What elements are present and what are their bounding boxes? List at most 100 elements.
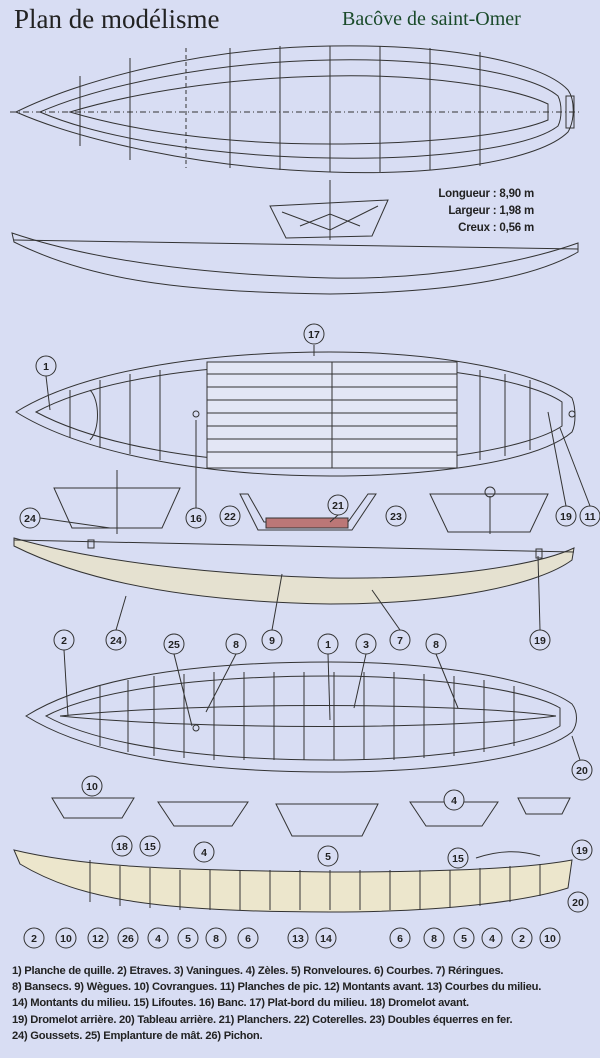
callout-24b: 24 (105, 595, 127, 651)
callout-20a: 20 (571, 735, 593, 781)
callout-b10b: 10 (539, 927, 561, 949)
svg-text:6: 6 (397, 933, 403, 945)
svg-text:12: 12 (92, 933, 104, 945)
cross-section-view (269, 180, 389, 240)
callout-b5b: 5 (453, 927, 475, 949)
callout-b2b: 2 (511, 927, 533, 949)
callout-b6b: 6 (389, 927, 411, 949)
callout-21: 21 (327, 494, 349, 523)
svg-text:10: 10 (60, 933, 72, 945)
svg-text:2: 2 (31, 933, 37, 945)
svg-text:15: 15 (144, 841, 156, 853)
callout-1b: 1 (317, 633, 339, 721)
callout-8a: 8 (205, 633, 247, 713)
svg-text:5: 5 (185, 933, 191, 945)
hull-side-framing-profile (13, 849, 573, 913)
hull-side-profile (11, 232, 579, 295)
svg-text:20: 20 (576, 765, 588, 777)
callout-3: 3 (353, 633, 377, 709)
callout-b4b: 4 (481, 927, 503, 949)
boat-drawings: 17 1 24 16 22 21 23 19 11 2 24 9 7 19 25… (10, 45, 600, 949)
callout-b4a: 4 (147, 927, 169, 949)
svg-text:8: 8 (433, 639, 439, 651)
svg-text:4: 4 (489, 933, 495, 945)
callout-18: 18 (111, 835, 133, 857)
svg-text:8: 8 (233, 639, 239, 651)
svg-text:25: 25 (168, 639, 180, 651)
section-views-row-1 (53, 470, 549, 534)
svg-text:19: 19 (534, 635, 546, 647)
page-subtitle: Bacôve de saint-Omer (342, 8, 521, 30)
hull-plan-interior-view (15, 351, 576, 477)
svg-text:20: 20 (572, 897, 584, 909)
callout-19c: 19 (571, 839, 593, 861)
callout-4b: 4 (443, 789, 465, 811)
page-title: Plan de modélisme (14, 4, 220, 34)
legend-line: 14) Montants du milieu. 15) Lifoutes. 16… (12, 997, 469, 1010)
svg-text:24: 24 (110, 635, 122, 647)
callout-25: 25 (163, 633, 193, 727)
svg-text:3: 3 (363, 639, 369, 651)
dimensions-block: Longueur : 8,90 m Largeur : 1,98 m Creux… (414, 186, 534, 237)
svg-text:26: 26 (122, 933, 134, 945)
svg-text:1: 1 (325, 639, 331, 651)
svg-text:14: 14 (320, 933, 332, 945)
svg-text:22: 22 (224, 511, 236, 523)
callout-15b: 15 (447, 847, 469, 869)
callout-20b: 20 (567, 891, 589, 913)
section-views-row-2 (51, 797, 571, 837)
callout-b2a: 2 (23, 927, 45, 949)
dimension-depth: Creux : 0,56 m (458, 222, 534, 234)
callout-19a: 19 (547, 411, 577, 527)
callout-22: 22 (219, 505, 241, 527)
svg-text:17: 17 (308, 329, 320, 341)
svg-text:8: 8 (213, 933, 219, 945)
parts-legend: 1) Planche de quille. 2) Etraves. 3) Van… (12, 963, 596, 1044)
svg-text:10: 10 (86, 781, 98, 793)
callout-23: 23 (385, 505, 407, 527)
callout-16: 16 (185, 420, 207, 529)
callout-b6a: 6 (237, 927, 259, 949)
dimension-length: Longueur : 8,90 m (438, 188, 534, 200)
callout-b8b: 8 (423, 927, 445, 949)
svg-text:11: 11 (584, 511, 595, 523)
callout-19b: 19 (529, 555, 551, 651)
callout-7: 7 (371, 589, 411, 651)
legend-line: 8) Bansecs. 9) Wègues. 10) Covrangues. 1… (12, 981, 542, 994)
callout-b8a: 8 (205, 927, 227, 949)
callout-9: 9 (261, 573, 283, 651)
callout-11: 11 (559, 427, 600, 527)
svg-text:2: 2 (61, 635, 67, 647)
hull-side-profile-detailed (13, 537, 575, 605)
svg-text:4: 4 (155, 933, 161, 945)
legend-line: 1) Planche de quille. 2) Etraves. 3) Van… (12, 965, 504, 977)
legend-line: 19) Dromelot arrière. 20) Tableau arrièr… (12, 1013, 513, 1026)
svg-text:21: 21 (332, 500, 344, 512)
svg-text:9: 9 (269, 635, 275, 647)
svg-text:18: 18 (116, 841, 128, 853)
legend-line: 24) Goussets. 25) Emplanture de mât. 26)… (12, 1029, 263, 1042)
callout-b14: 14 (315, 927, 337, 949)
svg-text:1: 1 (43, 361, 49, 373)
callout-8b: 8 (425, 633, 459, 709)
svg-text:8: 8 (431, 933, 437, 945)
dimension-width: Largeur : 1,98 m (448, 205, 534, 217)
svg-text:6: 6 (245, 933, 251, 945)
callout-group: 17 1 24 16 22 21 23 19 11 2 24 9 7 19 25… (19, 323, 600, 949)
svg-text:5: 5 (325, 851, 331, 863)
hull-plan-top-view (10, 45, 580, 174)
svg-text:19: 19 (576, 845, 588, 857)
svg-text:10: 10 (544, 933, 556, 945)
svg-text:4: 4 (451, 795, 457, 807)
callout-b5a: 5 (177, 927, 199, 949)
svg-text:13: 13 (292, 933, 304, 945)
svg-text:23: 23 (390, 511, 402, 523)
callout-b26: 26 (117, 927, 139, 949)
callout-24a: 24 (19, 507, 111, 529)
callout-2a: 2 (53, 629, 75, 717)
callout-15a: 15 (139, 835, 161, 857)
svg-text:5: 5 (461, 933, 467, 945)
callout-b12: 12 (87, 927, 109, 949)
callout-b10a: 10 (55, 927, 77, 949)
callout-5a: 5 (317, 845, 339, 867)
